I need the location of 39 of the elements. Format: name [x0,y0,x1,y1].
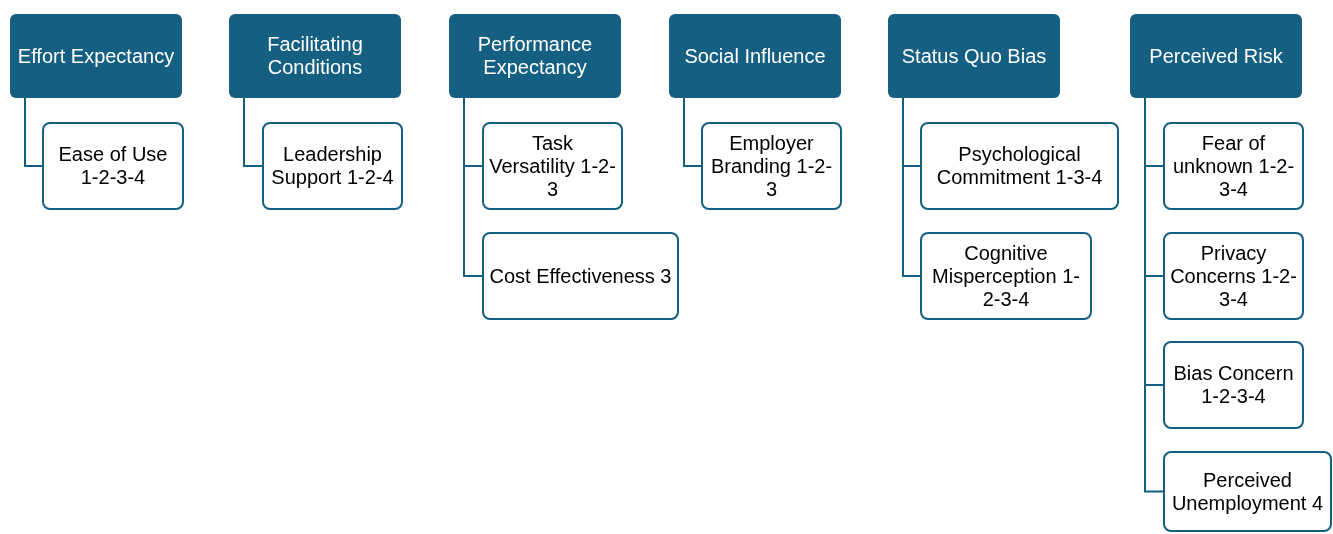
category-box [669,14,841,98]
connector-line [463,97,483,277]
factor-box [1163,122,1304,210]
factor-box [1163,232,1304,320]
factor-box [482,122,623,210]
box-text: Cost Effectiveness 3 [489,264,672,288]
factor-box [1163,341,1304,429]
box-text: Status Quo Bias [901,44,1047,68]
box-text: Social Influence [684,44,826,68]
connector-line [683,97,702,167]
box-text: Facilitating Conditions [266,33,364,79]
category-box [1130,14,1302,98]
box-text: Perceived Unemployment 4 [1170,468,1325,515]
factor-box [482,232,679,320]
box-text: Effort Expectancy [17,44,175,68]
connector-line [243,97,263,167]
box-text: Ease of Use 1-2-3-4 [57,143,169,189]
category-box [229,14,401,98]
box-text: Privacy Concerns 1-2-3-4 [1169,241,1298,311]
factor-box [920,232,1092,320]
box-text: Employer Branding 1-2-3 [709,131,834,201]
box-text: Perceived Risk [1149,44,1283,68]
category-box [10,14,182,98]
factor-box [920,122,1119,210]
factor-box [701,122,842,210]
box-text: Fear of unknown 1-2-3-4 [1171,131,1296,201]
box-text: Bias Concern 1-2-3-4 [1172,362,1295,408]
category-box [888,14,1060,98]
factor-box [42,122,184,210]
category-box [449,14,621,98]
box-text: Cognitive Misperception 1-2-3-4 [931,241,1081,311]
box-text: Task Versatility 1-2-3 [488,131,617,201]
connector-line [24,97,43,167]
factor-box [262,122,403,210]
box-text: Psychological Commitment 1-3-4 [935,143,1104,189]
factor-box [1163,451,1332,532]
box-text: Leadership Support 1-2-4 [270,143,395,189]
box-text: Performance Expectancy [476,33,594,79]
connector-line [902,97,921,277]
